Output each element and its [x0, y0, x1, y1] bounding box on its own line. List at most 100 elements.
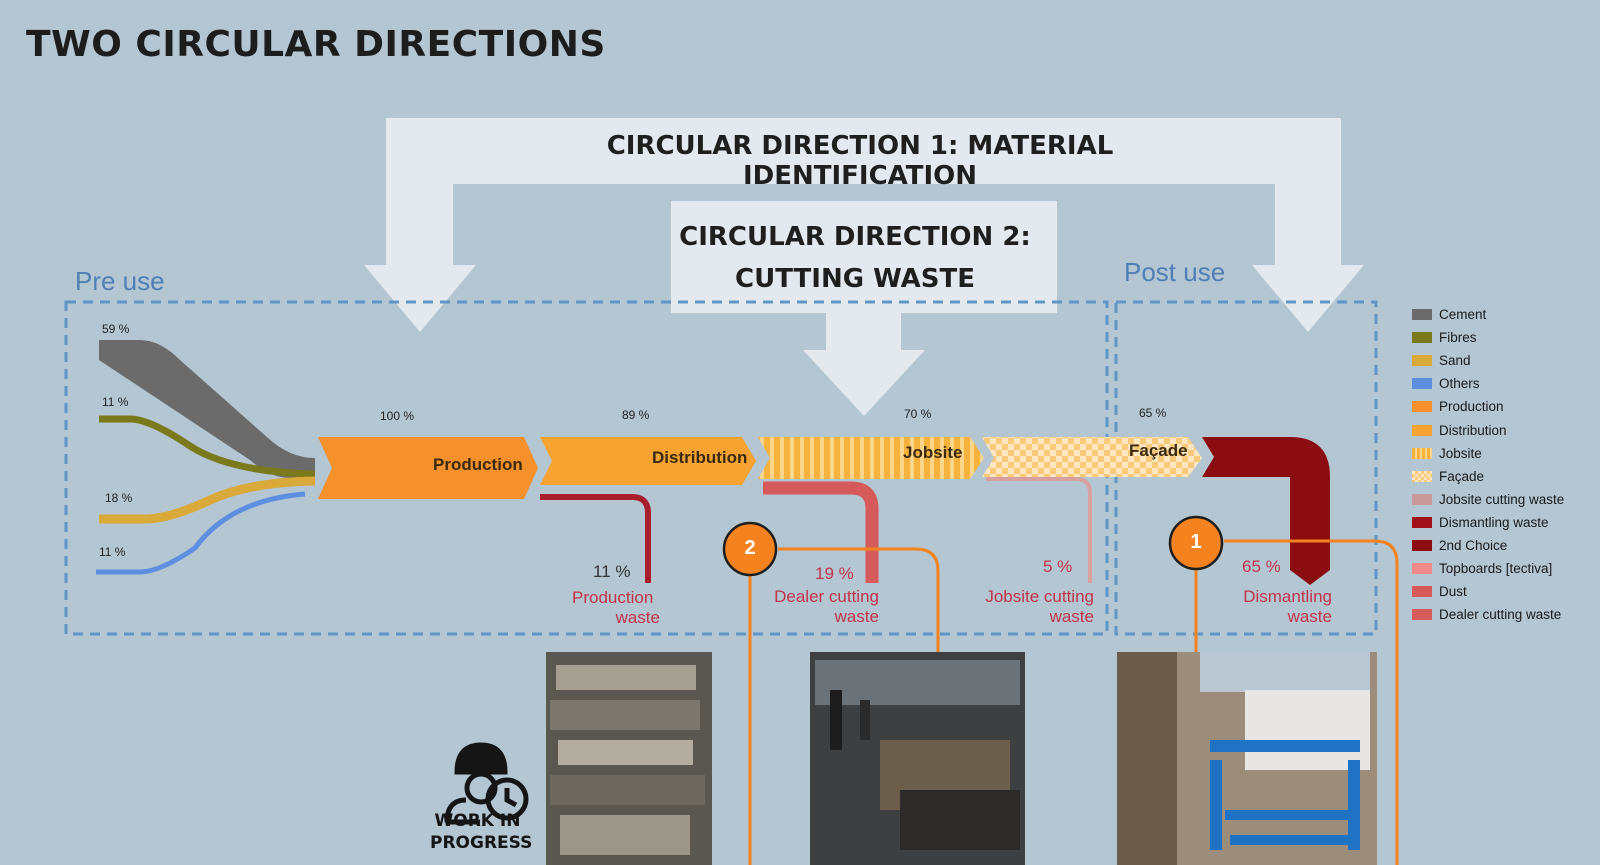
legend-swatch [1412, 493, 1432, 505]
distribution-label: Distribution [652, 448, 748, 467]
legend-item: Dust [1412, 580, 1564, 603]
circular-direction-2-label: CIRCULAR DIRECTION 2: CUTTING WASTE [670, 216, 1040, 300]
legend-swatch [1412, 609, 1432, 621]
post-use-box [1114, 300, 1378, 636]
legend-swatch [1412, 563, 1432, 575]
dealer-cutting-waste-flow [763, 481, 879, 583]
sand-pct: 18 % [105, 491, 133, 505]
badge-1-number: 1 [1190, 531, 1202, 553]
dealer-cutting-waste-pct: 19 % [815, 564, 854, 583]
legend-label: Others [1439, 376, 1480, 392]
legend-label: 2nd Choice [1439, 537, 1508, 553]
legend-label: Fibres [1439, 330, 1477, 346]
dealer-warehouse-photo [810, 652, 1025, 865]
legend-swatch [1412, 539, 1432, 551]
legend-item: Cement [1412, 303, 1564, 326]
circular-direction-2-line1: CIRCULAR DIRECTION 2: [679, 222, 1031, 252]
dismantling-waste-line2: waste [1287, 607, 1332, 626]
legend-label: Sand [1439, 353, 1471, 369]
jobsite-cutting-waste-pct: 5 % [1043, 557, 1073, 576]
legend-item: Production [1412, 395, 1564, 418]
others-flow [96, 491, 306, 575]
sand-flow [99, 476, 316, 524]
dealer-cutting-waste-label: Dealer cutting waste [760, 587, 879, 627]
legend-item: Sand [1412, 349, 1564, 372]
circular-direction-2-arrow [671, 201, 1057, 416]
legend-swatch [1412, 447, 1432, 459]
jobsite-cutting-waste-line2: waste [1049, 607, 1094, 626]
legend-item: Façade [1412, 465, 1564, 488]
fibres-pct: 11 % [102, 395, 129, 409]
facade-pct: 65 % [1139, 406, 1167, 420]
circular-direction-2-line2: CUTTING WASTE [735, 264, 975, 294]
legend-item: Topboards [tectiva] [1412, 557, 1564, 580]
circular-direction-1-label: CIRCULAR DIRECTION 1: MATERIAL IDENTIFIC… [606, 131, 1114, 191]
circular-direction-1-arrow [364, 118, 1364, 332]
work-in-progress-label: WORK IN PROGRESS [430, 810, 533, 854]
dismantling-waste-flow [1202, 437, 1330, 585]
badge-1-circle [1168, 515, 1224, 571]
legend-item: Jobsite cutting waste [1412, 488, 1564, 511]
production-label: Production [433, 455, 523, 474]
jobsite-cutting-waste-line1: Jobsite cutting [985, 587, 1094, 606]
feedback-line-1 [1224, 539, 1399, 865]
cement-pct: 59 % [102, 322, 130, 336]
worker-clock-icon [444, 742, 529, 825]
legend-label: Production [1439, 399, 1504, 415]
jobsite-cutting-waste-flow [986, 477, 1092, 583]
production-waste-flow [540, 494, 651, 583]
jobsite-cutting-waste-label: Jobsite cutting waste [970, 587, 1094, 627]
legend-item: Dealer cutting waste [1412, 603, 1564, 626]
production-waste-pct: 11 % [593, 562, 631, 581]
legend-swatch [1412, 516, 1432, 528]
legend-swatch [1412, 424, 1432, 436]
legend-label: Jobsite [1439, 445, 1482, 461]
pre-use-label: Pre use [75, 266, 165, 296]
dismantling-photo [1117, 652, 1377, 865]
distribution-arrow [540, 437, 756, 485]
legend-item: Jobsite [1412, 442, 1564, 465]
legend-item: 2nd Choice [1412, 534, 1564, 557]
wip-line2: PROGRESS [430, 833, 533, 853]
legend-label: Cement [1439, 307, 1487, 323]
legend-item: Others [1412, 372, 1564, 395]
jobsite-pct: 70 % [904, 407, 932, 421]
legend-swatch [1412, 470, 1432, 482]
page-title: TWO CIRCULAR DIRECTIONS [26, 24, 606, 65]
jobsite-label: Jobsite [903, 443, 963, 462]
legend-label: Dust [1439, 584, 1467, 600]
legend-label: Dealer cutting waste [1439, 607, 1562, 623]
production-waste-photo [546, 652, 712, 865]
fibres-flow [99, 415, 316, 478]
dismantling-waste-line1: Dismantling [1243, 587, 1332, 606]
legend-swatch [1412, 401, 1432, 413]
legend-label: Distribution [1439, 422, 1507, 438]
production-arrow [318, 437, 538, 499]
legend-swatch [1412, 355, 1432, 367]
feedback-line-2 [778, 547, 940, 865]
cement-flow [99, 340, 315, 478]
jobsite-arrow [758, 437, 984, 479]
distribution-pct: 89 % [622, 408, 650, 422]
badge-2-number: 2 [744, 537, 756, 559]
legend-swatch [1412, 332, 1432, 344]
legend-swatch [1412, 586, 1432, 598]
legend-label: Façade [1439, 468, 1485, 484]
legend-label: Topboards [tectiva] [1439, 561, 1553, 577]
legend-swatch [1412, 378, 1432, 390]
post-use-label: Post use [1124, 257, 1226, 287]
dealer-cutting-waste-line2: waste [834, 607, 879, 626]
dealer-cutting-waste-line1: Dealer cutting [774, 587, 879, 606]
badge-2-circle [722, 521, 778, 577]
facade-label: Façade [1129, 441, 1188, 460]
legend-item: Fibres [1412, 326, 1564, 349]
production-waste-line2: waste [615, 608, 660, 627]
legend-item: Distribution [1412, 418, 1564, 441]
production-waste-label: Production waste [540, 588, 660, 628]
production-waste-line1: Production [572, 588, 654, 607]
legend-swatch [1412, 309, 1432, 321]
dismantling-waste-label: Dismantling waste [1222, 587, 1332, 627]
